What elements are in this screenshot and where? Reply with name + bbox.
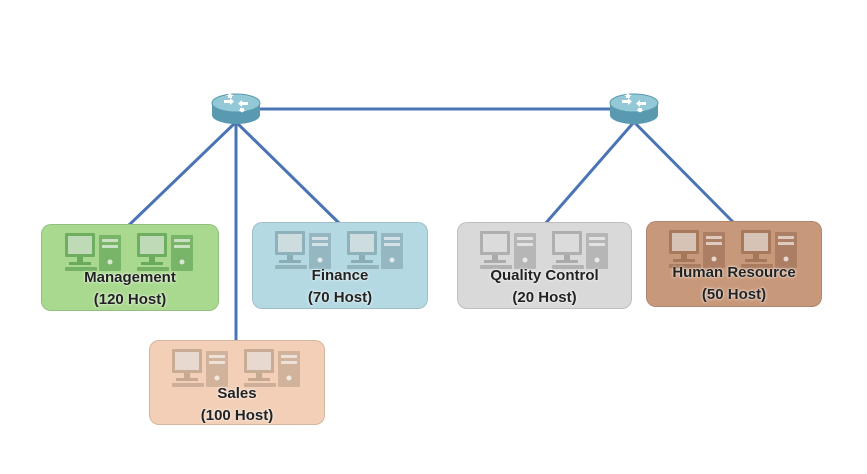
dept-host-count: (70 Host) <box>307 289 373 306</box>
dept-management: Management (120 Host) <box>41 224 219 311</box>
computer-icon <box>275 231 331 269</box>
host-icons <box>253 229 427 271</box>
link-router-quality-control <box>543 120 636 226</box>
dept-host-count: (20 Host) <box>512 289 577 306</box>
router-left-icon <box>211 93 261 124</box>
computer-icon <box>65 233 121 271</box>
link-router-finance <box>234 120 342 226</box>
dept-host-count: (100 Host) <box>200 407 274 424</box>
host-icons <box>458 229 631 271</box>
computer-icon <box>741 230 797 268</box>
dept-finance: Finance (70 Host) <box>252 222 428 309</box>
link-router-management <box>126 120 238 228</box>
dept-name: Finance <box>311 267 369 284</box>
computer-icon <box>172 349 228 387</box>
dept-human-resource: Human Resource (50 Host) <box>646 221 822 307</box>
computer-icon <box>479 231 536 269</box>
dept-host-count: (120 Host) <box>93 291 167 308</box>
router-right-icon <box>609 93 659 124</box>
computer-icon <box>551 231 608 269</box>
computer-icon <box>347 231 403 269</box>
host-icons <box>42 231 218 273</box>
computer-icon <box>244 349 300 387</box>
link-router-human-resource <box>632 120 737 226</box>
dept-sales: Sales (100 Host) <box>149 340 325 425</box>
computer-icon <box>137 233 193 271</box>
computer-icon <box>669 230 725 268</box>
dept-name: Sales <box>217 385 257 402</box>
host-icons <box>647 228 821 270</box>
dept-name: Human Resource <box>672 264 796 281</box>
dept-quality-control: Quality Control (20 Host) <box>457 222 632 309</box>
dept-name: Quality Control <box>490 267 599 284</box>
host-icons <box>150 347 324 389</box>
dept-host-count: (50 Host) <box>701 286 767 303</box>
dept-name: Management <box>84 269 176 286</box>
